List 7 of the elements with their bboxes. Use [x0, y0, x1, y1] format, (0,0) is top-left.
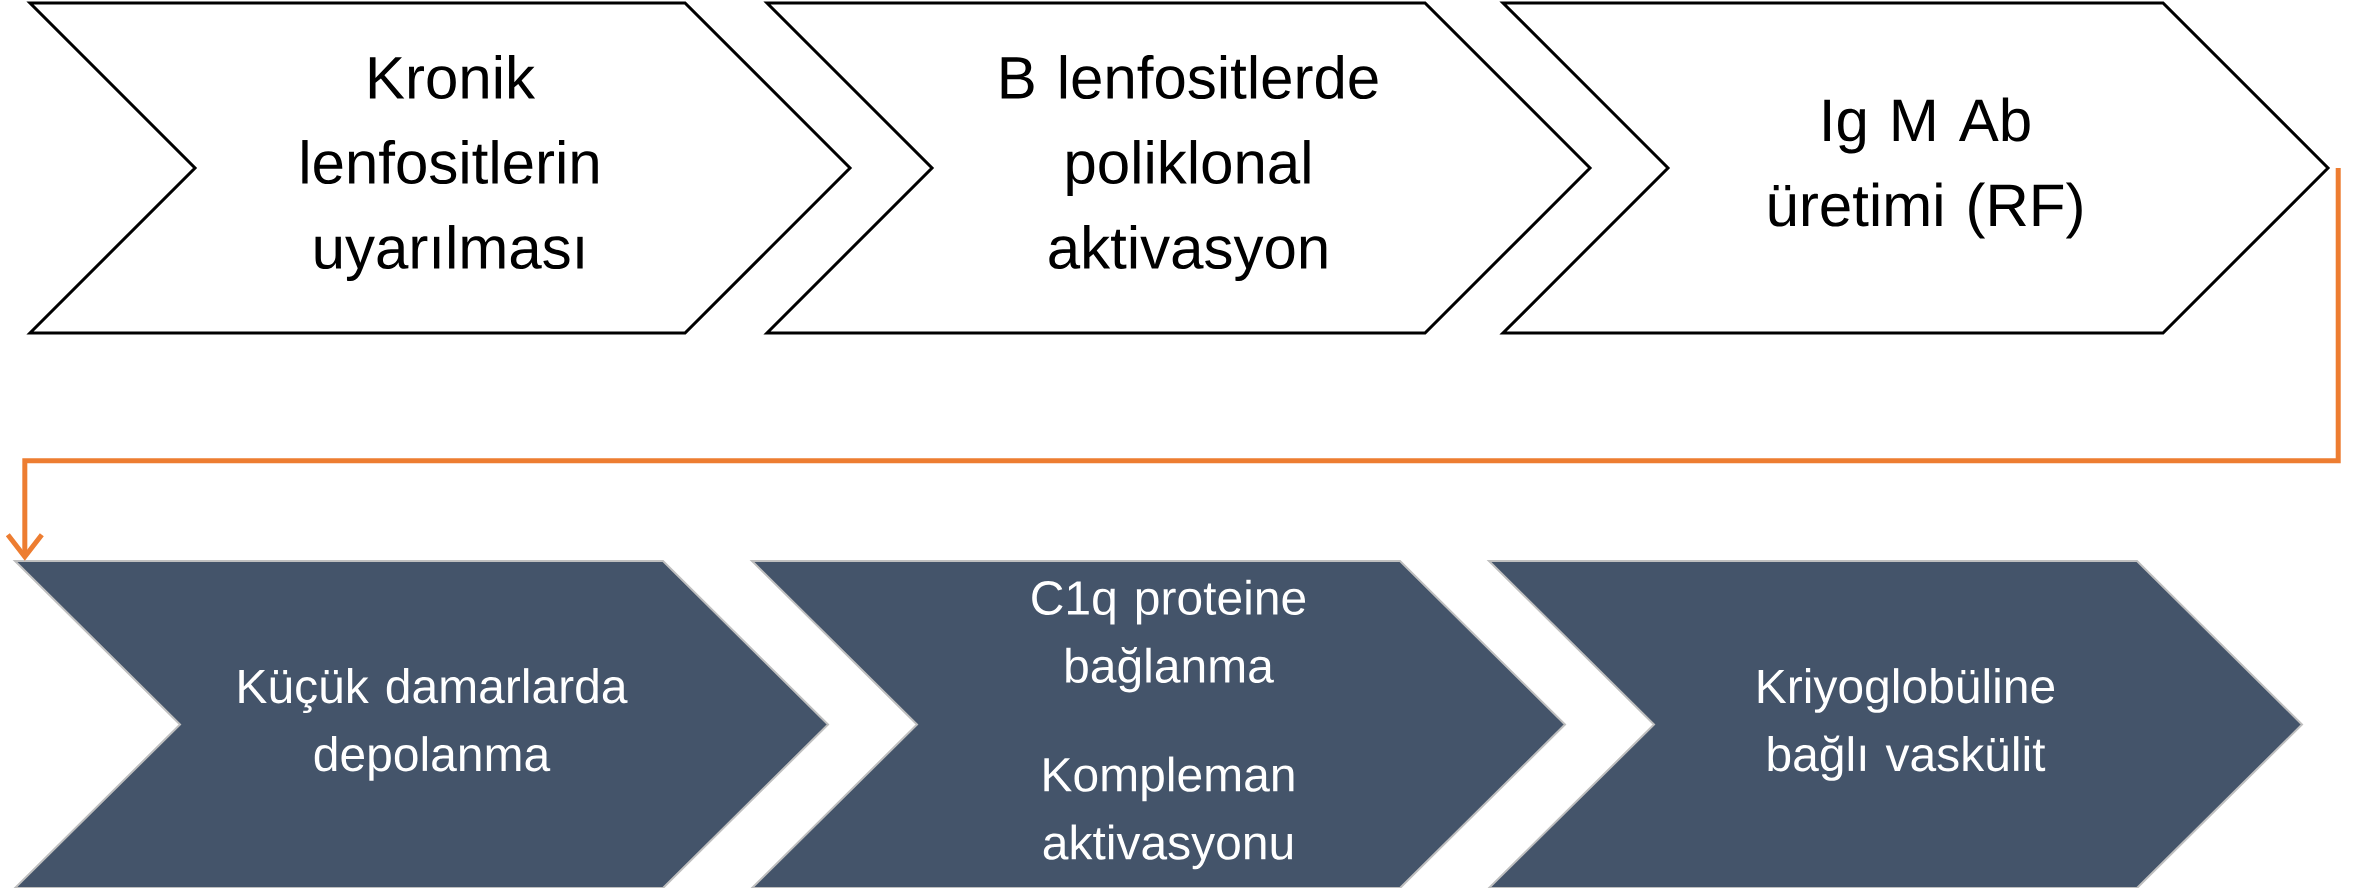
chevron-box: Küçük damarlarda depolanma — [12, 560, 830, 888]
chevron-box: Kriyoglobüline bağlı vaskülit — [1486, 560, 2304, 888]
chevron-box: Kronik lenfositlerin uyarılması — [26, 1, 853, 335]
chevron-box: B lenfositlerde poliklonal aktivasyon — [763, 1, 1593, 335]
chevron-box: Ig M Ab üretimi (RF) — [1499, 1, 2331, 335]
arrow — [5, 168, 2341, 561]
chevron-box: C1q proteine bağlanma Kompleman aktivasyonu — [749, 560, 1567, 888]
